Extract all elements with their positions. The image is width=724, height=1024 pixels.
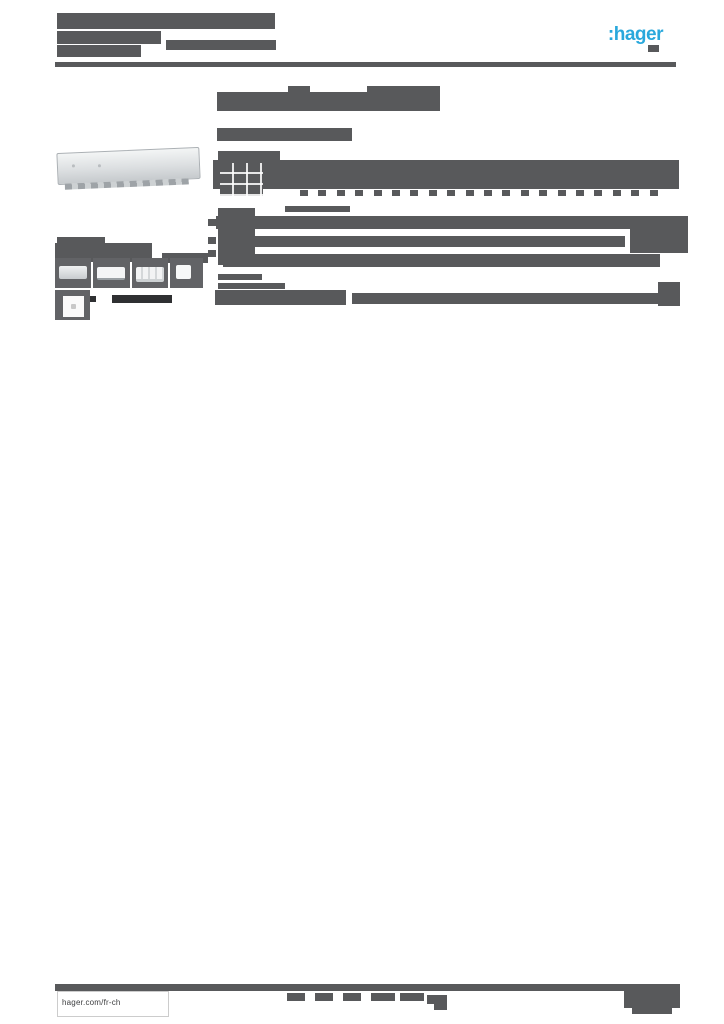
header-meta xyxy=(166,40,276,50)
footer-cert-1 xyxy=(287,993,305,1001)
thumbnail-1-image xyxy=(59,266,87,279)
leader-dot xyxy=(520,190,529,196)
leader-dot xyxy=(612,190,621,196)
row-bar-1 xyxy=(216,216,688,229)
row-ref-2 xyxy=(658,288,680,306)
leader-dot xyxy=(465,190,474,196)
leader-dot xyxy=(594,190,603,196)
left-panel-a xyxy=(55,243,152,262)
website-link[interactable]: hager.com/fr-ch xyxy=(62,998,121,1007)
thumbnail-2-image xyxy=(97,267,125,280)
row-bar-4 xyxy=(352,293,658,304)
leader-dot xyxy=(484,190,492,196)
leader-dot xyxy=(631,190,640,196)
product-title-tail xyxy=(367,86,440,111)
leader-dot xyxy=(447,190,456,196)
header-rule xyxy=(55,62,676,67)
footer-cert-4 xyxy=(371,993,395,1001)
header-line-3 xyxy=(57,45,141,57)
leader-dot xyxy=(557,190,566,196)
hager-logo: :hager xyxy=(607,24,664,45)
leader-dot xyxy=(576,190,584,196)
square-thumbnail-image xyxy=(63,296,84,317)
section-label xyxy=(218,151,280,161)
row-bar-2 xyxy=(255,236,625,247)
row-bar-3 xyxy=(223,254,660,267)
caption-text xyxy=(112,295,172,303)
leader-dot xyxy=(539,190,548,196)
row-small-left xyxy=(218,283,285,289)
footer-cert-3 xyxy=(343,993,361,1001)
product-title-sup xyxy=(288,86,310,93)
website-box: hager.com/fr-ch xyxy=(57,991,169,1017)
footer-sign-tail xyxy=(434,1004,447,1010)
leader-dot xyxy=(300,190,308,196)
footer-cert-2 xyxy=(315,993,333,1001)
product-subtitle xyxy=(217,128,352,141)
row-small-right xyxy=(658,282,680,288)
footer-page-box xyxy=(624,984,680,1008)
row-underline xyxy=(218,274,262,280)
leader-dot xyxy=(428,190,437,196)
leader-dot xyxy=(649,190,658,196)
row-ref-1 xyxy=(630,228,688,253)
description-banner xyxy=(213,160,679,189)
footer-sign xyxy=(427,995,447,1004)
thumbnail-4-image xyxy=(176,265,191,279)
row-tick-1 xyxy=(208,219,216,226)
leader-dot xyxy=(318,190,327,196)
leader-dot xyxy=(502,190,511,196)
footer-cert-5 xyxy=(400,993,424,1001)
row-tick-3 xyxy=(208,250,216,257)
header-line-2 xyxy=(57,31,161,44)
footer-page-line xyxy=(632,1008,672,1014)
grid-table-graphic xyxy=(220,163,263,196)
logo-sub-mark xyxy=(648,45,659,52)
left-label xyxy=(57,237,105,245)
product-photo xyxy=(56,146,201,186)
row-note xyxy=(285,206,350,212)
header-line-1 xyxy=(57,13,275,29)
leader-dot xyxy=(373,190,382,196)
footer-rule xyxy=(55,984,680,991)
leader-dot xyxy=(392,190,400,196)
leader-dot xyxy=(355,190,364,196)
leader-dot xyxy=(336,190,345,196)
thumbnail-3-image xyxy=(136,267,164,282)
row-tick-2 xyxy=(208,237,216,244)
caption-dot xyxy=(90,296,96,302)
row-block-2line xyxy=(215,290,346,305)
leader-dot xyxy=(410,190,419,196)
